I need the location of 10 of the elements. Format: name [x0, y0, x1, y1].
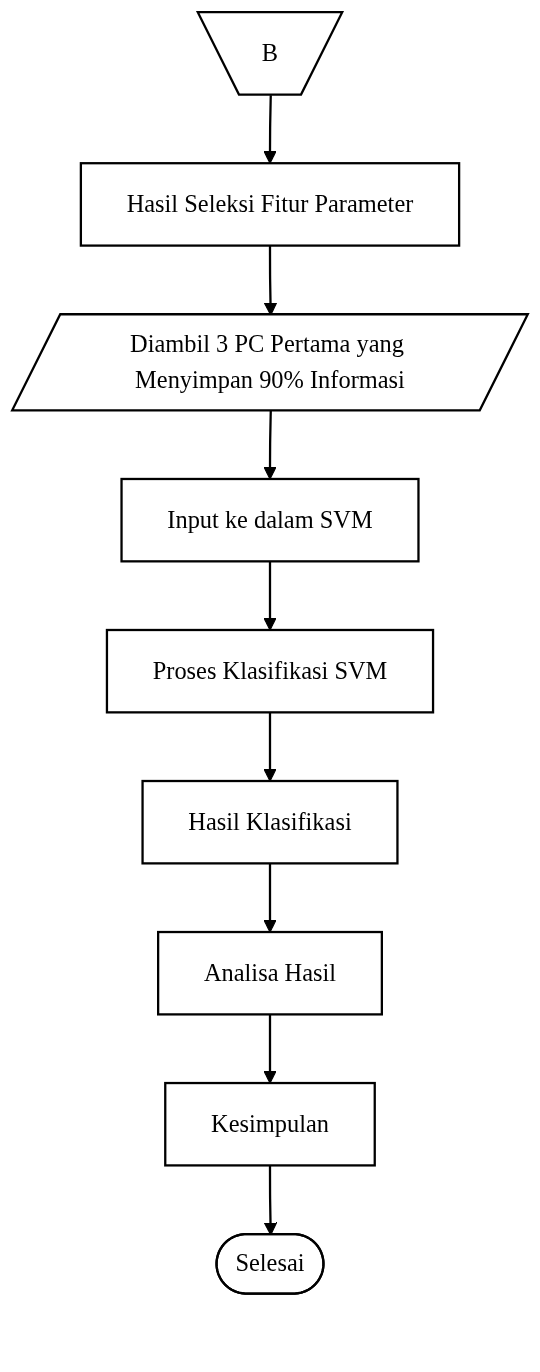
node-box: Input ke dalam SVM [120, 477, 420, 563]
node-box: Proses Klasifikasi SVM [105, 628, 435, 714]
node-box: Hasil Klasifikasi [141, 779, 399, 865]
node-box: Hasil Seleksi Fitur Parameter [79, 162, 461, 247]
node-box: Analisa Hasil [157, 930, 383, 1016]
arrow [263, 863, 277, 933]
arrow [263, 712, 277, 782]
arrow [263, 1014, 277, 1084]
arrow [263, 95, 277, 164]
node-box: Kesimpulan [164, 1081, 376, 1167]
